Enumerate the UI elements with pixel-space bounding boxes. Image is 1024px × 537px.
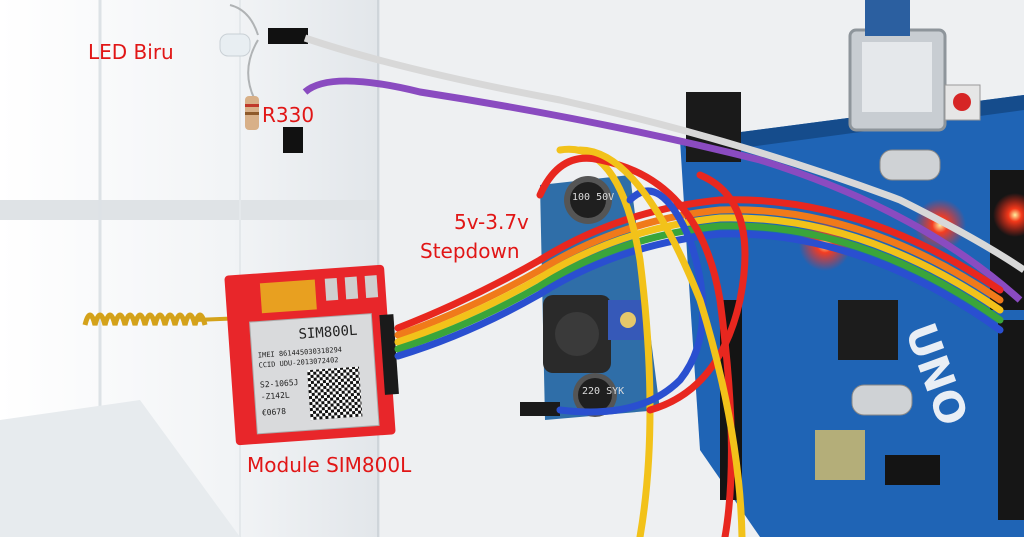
resistor-r330 [245, 39, 303, 153]
label-r330: R330 [262, 103, 315, 127]
arduino-board: UNO [680, 0, 1024, 537]
label-led-biru: LED Biru [88, 40, 174, 64]
sim-model-text: SIM800L [298, 323, 358, 343]
wire-ribbon-green [394, 222, 1004, 353]
wire-ribbon-orange [394, 206, 1004, 339]
cap-top-text: 100 50V [572, 192, 614, 203]
sim-code2-text: -Z142L [260, 391, 290, 402]
ribbon-wires [394, 196, 1004, 360]
blue-led [219, 4, 308, 57]
wire-white [303, 34, 1024, 273]
wire-ribbon-blue [394, 230, 1004, 360]
wire-ribbon-yellow [394, 214, 1004, 346]
wire-purple [302, 77, 1023, 303]
sim-ce-text: €0678 [262, 407, 287, 418]
usb-connector [848, 0, 947, 132]
wire-loop-yellow-2 [576, 146, 746, 537]
jumper-loops [536, 145, 749, 537]
mcu-chip [838, 300, 898, 360]
cap-bottom-text: 220 SYK [582, 386, 624, 397]
wire-loop-red [646, 171, 749, 414]
label-module-sim800l: Module SIM800L [247, 453, 412, 477]
label-stepdown-line1: 5v-3.7v [454, 210, 529, 234]
wire-loop-blue [556, 187, 707, 416]
acrylic-stand [0, 0, 380, 537]
sim800l-module: SIM800L IMEI 861445030318294 CCID UDU-20… [82, 264, 399, 446]
sim-code1-text: S2-1065J [260, 378, 299, 390]
label-stepdown-line2: Stepdown [420, 239, 520, 263]
